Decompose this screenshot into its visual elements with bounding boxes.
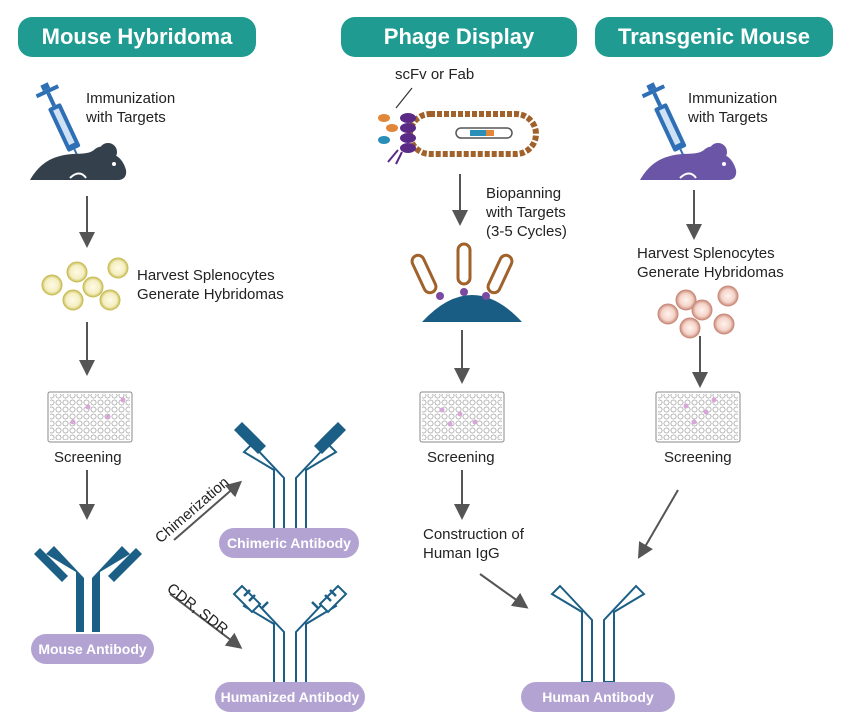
phage-icon [378,87,539,165]
biopanning-line3: (3-5 Cycles) [486,223,567,240]
header-mouse-hybridoma: Mouse Hybridoma [18,17,256,57]
mouse-antibody-pill: Mouse Antibody [31,634,154,664]
well-plate-left [47,391,133,443]
immunization-label-right: Immunization with Targets [688,89,777,127]
harvest-line1: Harvest Splenocytes [137,267,275,284]
harvest-line2-right: Generate Hybridomas [637,264,784,281]
mouse-antibody-icon [34,546,142,632]
screening-label-right: Screening [664,449,732,466]
screening-label-middle: Screening [427,449,495,466]
mouse-icon-gray [30,143,127,180]
immunization-line2: with Targets [86,109,166,126]
humanized-antibody-pill: Humanized Antibody [215,682,365,712]
splenocyte-cells-yellow [41,257,129,311]
splenocyte-cells-pink [657,285,739,339]
screening-label-left: Screening [54,449,122,466]
mouse-icon-purple [640,143,737,180]
scfv-label: scFv or Fab [395,66,475,83]
biopanning-line2: with Targets [486,204,566,221]
biopanning-line1: Biopanning [486,185,562,202]
human-antibody-icon [551,585,645,683]
immunization-line2-right: with Targets [688,109,768,126]
immunization-label-left: Immunization with Targets [86,89,175,127]
well-plate-right [655,391,741,443]
harvest-label-left: Harvest Splenocytes Generate Hybridomas [137,266,284,304]
immunization-line1: Immunization [86,90,176,107]
human-antibody-pill: Human Antibody [521,682,675,712]
biopanning-target-icon [410,242,522,322]
chimeric-antibody-pill: Chimeric Antibody [219,528,359,558]
immunization-line1-right: Immunization [688,90,778,107]
harvest-label-right: Harvest Splenocytes Generate Hybridomas [637,244,784,282]
construction-line2: Human IgG [423,545,500,562]
harvest-line2: Generate Hybridomas [137,286,284,303]
construction-label: Construction of Human IgG [423,525,524,563]
header-transgenic-mouse: Transgenic Mouse [595,17,833,57]
biopanning-label: Biopanning with Targets (3-5 Cycles) [486,184,567,241]
chimeric-antibody-icon [234,422,346,541]
header-phage-display: Phage Display [341,17,577,57]
harvest-line1-right: Harvest Splenocytes [637,245,775,262]
construction-line1: Construction of [423,526,524,543]
humanized-antibody-icon [232,584,348,695]
well-plate-middle [419,391,505,443]
